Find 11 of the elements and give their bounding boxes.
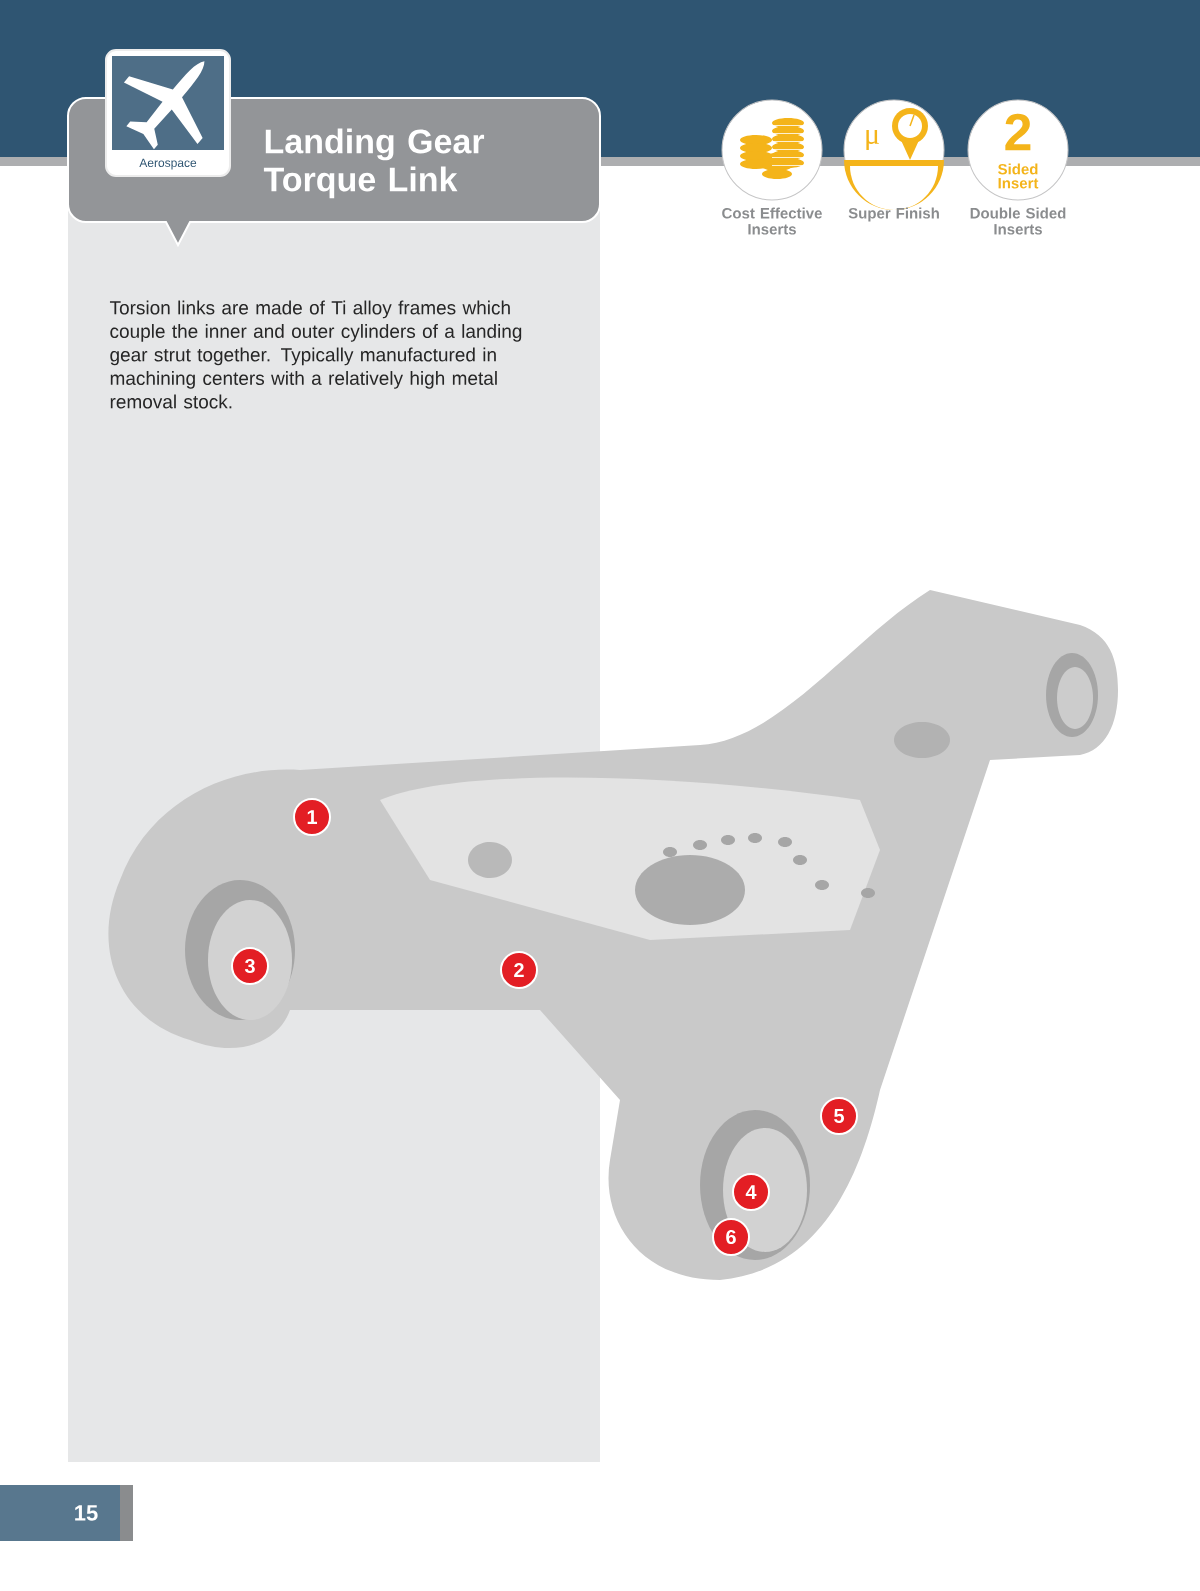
description: Torsion links are made of Ti alloy frames which couple the inner and outer cylinders of a landing gear strut together. Typically manufactured in machining centers with a relatively high metal removal stock. xyxy=(109,300,522,409)
page-number: 15 xyxy=(0,1485,120,1541)
callout-number: 3 xyxy=(231,947,269,985)
title: Landing Gear Torque Link xyxy=(263,128,485,199)
callout-number: 4 xyxy=(732,1173,770,1211)
callout-number: 6 xyxy=(712,1218,750,1256)
callout-number: 5 xyxy=(820,1097,858,1135)
feature-caption: Double Sided Inserts xyxy=(970,207,1066,235)
feature-caption: Cost Effective Inserts xyxy=(722,207,822,235)
callout-number: 1 xyxy=(293,798,331,836)
callout-number: 2 xyxy=(500,951,538,989)
